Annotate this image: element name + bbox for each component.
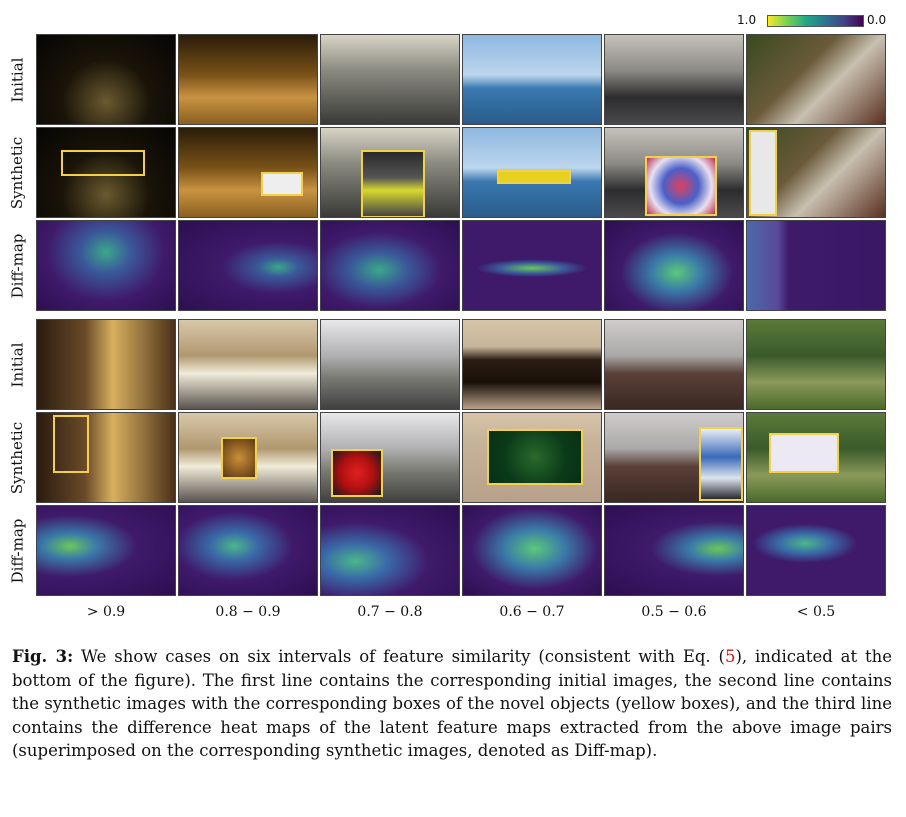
novel-object-box: [331, 449, 383, 497]
novel-object-box: [769, 433, 839, 473]
image-synthetic-train-seat: [320, 127, 460, 218]
image-diffmap-cat-kitchen: [178, 505, 318, 596]
image-initial-cruise-ship: [462, 34, 602, 125]
column-label: 0.6 − 0.7: [499, 604, 565, 620]
caption-text-2: ), indicated at the bottom of the figure…: [12, 647, 892, 760]
colorbar-min-label: 1.0: [737, 13, 757, 27]
image-synthetic-grass-box: [746, 412, 886, 503]
novel-object-box: [61, 150, 145, 176]
image-synthetic-vintage-car: [320, 412, 460, 503]
image-initial-grass-box: [746, 319, 886, 410]
image-diffmap-horse-riders: [604, 505, 744, 596]
novel-object-box: [487, 429, 583, 485]
image-diffmap-bicycles: [178, 220, 318, 311]
image-synthetic-office-chair: [604, 127, 744, 218]
image-diffmap-ship-night: [36, 220, 176, 311]
novel-object-box: [699, 427, 743, 501]
colorbar-max-label: 0.0: [867, 13, 887, 27]
colorbar: [767, 15, 864, 27]
image-synthetic-leather-sofa: [462, 412, 602, 503]
novel-object-box: [749, 130, 777, 216]
column-label: 0.8 − 0.9: [215, 604, 281, 620]
image-diffmap-train-seat: [320, 220, 460, 311]
equation-reference-link[interactable]: 5: [724, 647, 736, 666]
novel-object-box: [221, 437, 257, 479]
image-synthetic-cruise-ship: [462, 127, 602, 218]
image-diffmap-people-fence: [746, 220, 886, 311]
figure-grid: 1.0 0.0 Initial Synthetic Diff-map Initi…: [8, 13, 887, 620]
column-label: < 0.5: [796, 604, 836, 620]
caption-label: Fig. 3:: [12, 647, 74, 666]
novel-object-box: [645, 156, 717, 216]
column-label: 0.5 − 0.6: [641, 604, 707, 620]
image-diffmap-man-with-horse: [36, 505, 176, 596]
column-label: > 0.9: [86, 604, 126, 620]
row-label-synthetic-2: Synthetic: [8, 421, 27, 494]
column-label: 0.7 − 0.8: [357, 604, 423, 620]
row-label-initial-2: Initial: [8, 342, 27, 387]
novel-object-box: [361, 150, 425, 217]
image-initial-office-chair: [604, 34, 744, 125]
image-initial-horse-riders: [604, 319, 744, 410]
novel-object-box: [53, 415, 89, 473]
image-diffmap-vintage-car: [320, 505, 460, 596]
row-label-diffmap-2: Diff-map: [8, 518, 27, 583]
image-initial-ship-night: [36, 34, 176, 125]
row-label-synthetic-1: Synthetic: [8, 136, 27, 209]
image-synthetic-ship-night: [36, 127, 176, 218]
image-synthetic-cat-kitchen: [178, 412, 318, 503]
image-initial-bicycles: [178, 34, 318, 125]
image-diffmap-grass-box: [746, 505, 886, 596]
image-diffmap-cruise-ship: [462, 220, 602, 311]
image-initial-leather-sofa: [462, 319, 602, 410]
row-label-initial-1: Initial: [8, 57, 27, 102]
novel-object-box: [497, 170, 571, 184]
image-synthetic-people-fence: [746, 127, 886, 218]
figure-caption: Fig. 3: We show cases on six intervals o…: [12, 645, 892, 763]
image-synthetic-bicycles: [178, 127, 318, 218]
image-initial-people-fence: [746, 34, 886, 125]
row-label-diffmap-1: Diff-map: [8, 233, 27, 298]
image-initial-man-with-horse: [36, 319, 176, 410]
image-initial-cat-kitchen: [178, 319, 318, 410]
image-initial-train-seat: [320, 34, 460, 125]
image-diffmap-office-chair: [604, 220, 744, 311]
caption-text-1: We show cases on six intervals of featur…: [73, 647, 725, 666]
image-synthetic-man-with-horse: [36, 412, 176, 503]
image-initial-vintage-car: [320, 319, 460, 410]
image-diffmap-leather-sofa: [462, 505, 602, 596]
novel-object-box: [261, 172, 303, 196]
image-synthetic-horse-riders: [604, 412, 744, 503]
